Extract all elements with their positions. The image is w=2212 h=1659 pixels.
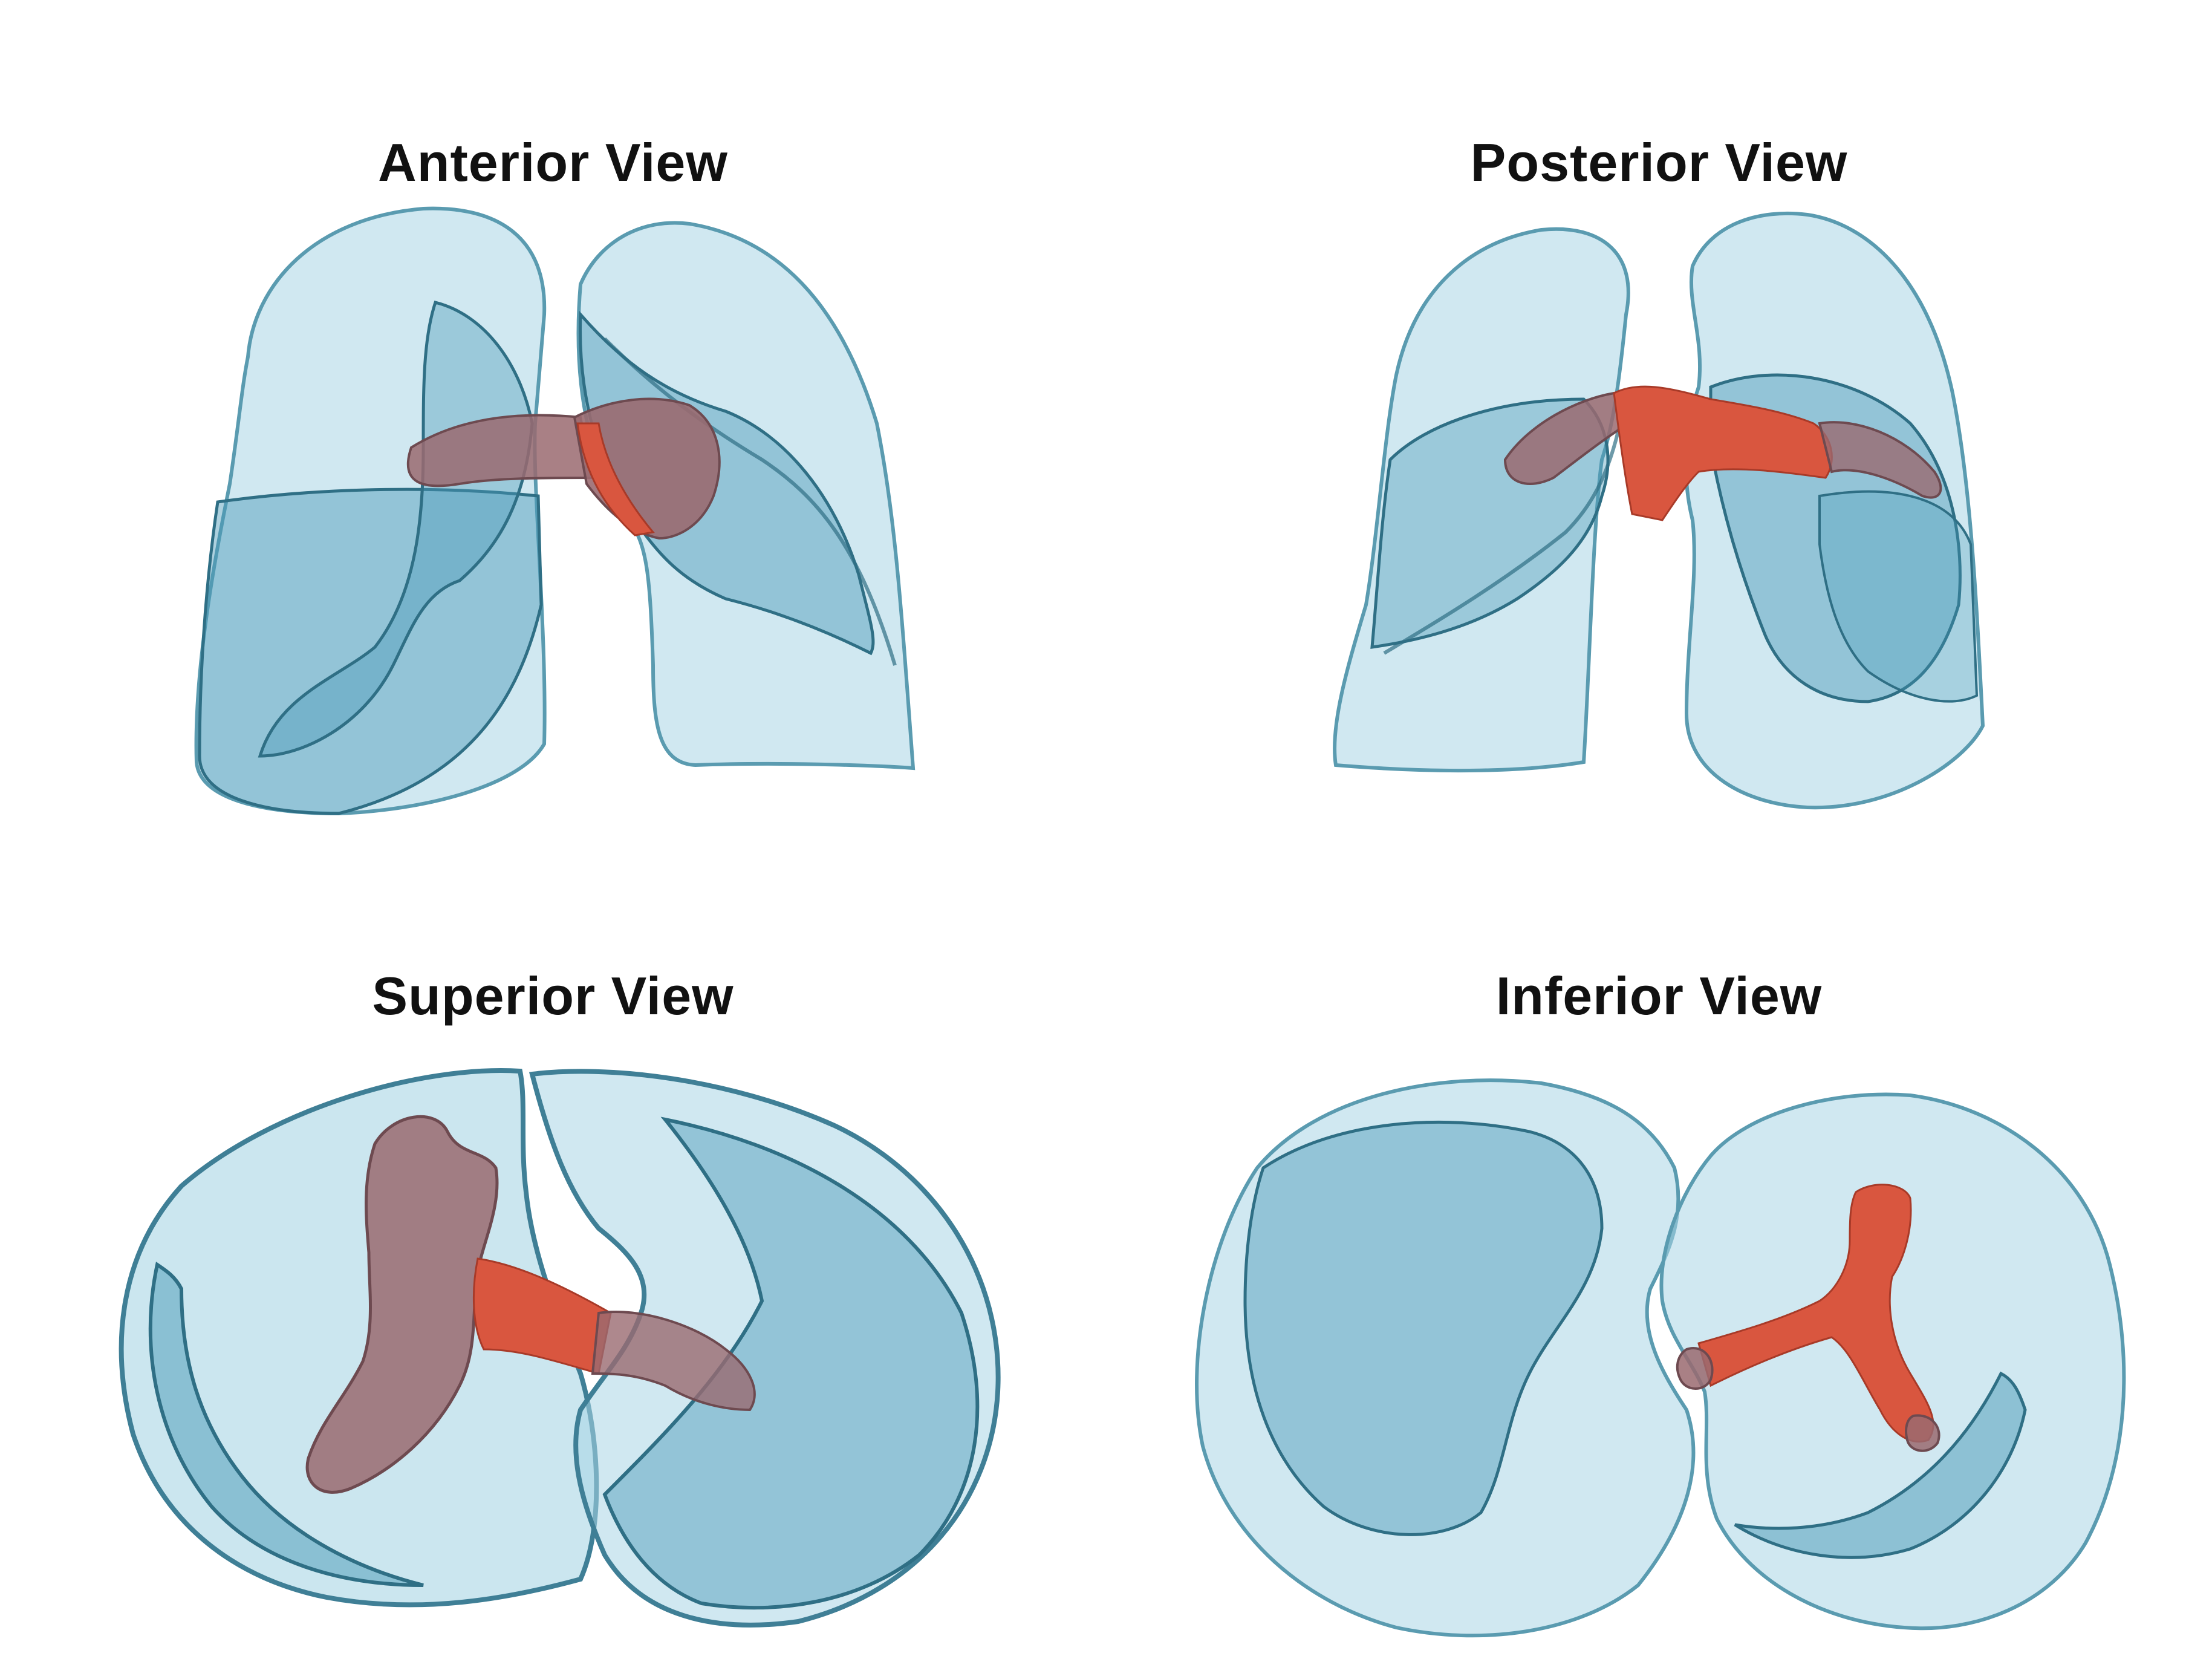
superior-view-title: Superior View bbox=[372, 966, 734, 1026]
anterior-view-title: Anterior View bbox=[378, 132, 728, 192]
airway-right-bronchus bbox=[406, 414, 594, 487]
airway-left-stub bbox=[1676, 1347, 1714, 1390]
superior-view-render bbox=[119, 1068, 1001, 1628]
airway-left-bronchus bbox=[591, 1311, 756, 1412]
panel-posterior-view: Posterior View bbox=[1106, 0, 2212, 829]
right-lobe-crescent bbox=[1734, 1371, 2027, 1559]
left-lung bbox=[1195, 1078, 1696, 1638]
panel-superior-view: Superior View bbox=[0, 829, 1106, 1658]
airway-trachea bbox=[472, 1257, 612, 1375]
right-lobe-crescent bbox=[148, 1262, 424, 1587]
left-lower-lobe bbox=[1243, 1120, 1604, 1536]
airway-trachea-upper bbox=[305, 1115, 499, 1494]
left-lung bbox=[529, 1069, 1001, 1628]
airway-right-stub bbox=[1905, 1414, 1940, 1452]
left-lobe-fissure bbox=[603, 337, 897, 666]
inferior-view-render bbox=[1195, 1078, 2126, 1638]
left-lung bbox=[1333, 227, 1630, 773]
right-middle-region bbox=[1818, 490, 1979, 703]
airway-left-bronchus bbox=[1503, 391, 1641, 485]
airway-trachea bbox=[1697, 1184, 1934, 1443]
left-fissure bbox=[1383, 423, 1622, 655]
inferior-view-title: Inferior View bbox=[1495, 966, 1823, 1026]
posterior-view-title: Posterior View bbox=[1470, 132, 1848, 192]
panel-anterior-view: Anterior View bbox=[0, 0, 1106, 829]
airway-right-bronchus bbox=[1818, 421, 1942, 499]
panel-inferior-view: Inferior View bbox=[1106, 829, 2212, 1658]
anterior-view-render bbox=[194, 206, 916, 816]
left-lower-lobe bbox=[602, 1116, 980, 1610]
airway-trachea bbox=[1613, 385, 1833, 521]
right-lung bbox=[194, 206, 547, 816]
posterior-view-render bbox=[1333, 211, 1985, 810]
airway-trachea bbox=[576, 422, 655, 536]
